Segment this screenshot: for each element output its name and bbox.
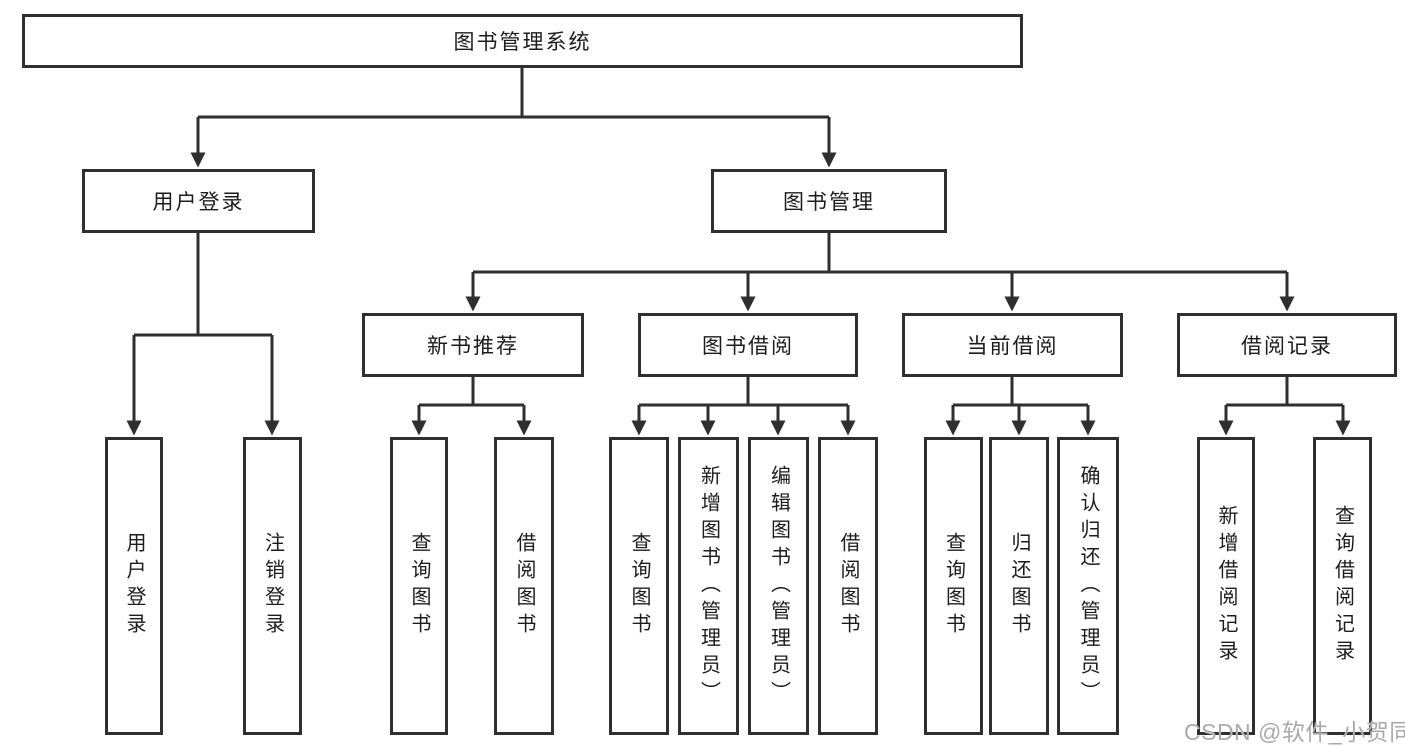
node-borrowing-records: 借阅记录 — [1177, 313, 1397, 377]
leaf-add-books-admin: 新增图书（管理员） — [678, 437, 739, 735]
leaf-borrow-books-recommend: 借阅图书 — [494, 437, 554, 735]
leaf-add-borrow-record: 新增借阅记录 — [1197, 437, 1255, 735]
connector-current-borrow-children — [945, 377, 1096, 436]
leaf-query-books-borrowing: 查询图书 — [609, 437, 669, 735]
leaf-logout: 注销登录 — [243, 437, 302, 735]
connector-borrow-record-children — [1218, 377, 1351, 436]
leaf-user-login: 用户登录 — [105, 437, 163, 735]
node-new-book-recommendation: 新书推荐 — [362, 313, 584, 377]
leaf-query-books-recommend: 查询图书 — [390, 437, 448, 735]
connector-book-borrow-children — [631, 377, 856, 436]
node-current-borrowing: 当前借阅 — [902, 313, 1123, 377]
leaf-confirm-return-admin: 确认归还（管理员） — [1057, 437, 1119, 735]
connector-user-login-children — [126, 233, 280, 436]
csdn-watermark: CSDN @软件_小贺同学 — [1184, 719, 1405, 745]
node-book-management: 图书管理 — [711, 169, 947, 233]
leaf-borrow-books: 借阅图书 — [818, 437, 878, 735]
node-user-login: 用户登录 — [82, 169, 315, 233]
leaf-edit-books-admin: 编辑图书（管理员） — [748, 437, 809, 735]
connector-book-management-children — [465, 233, 1295, 312]
node-library-management-system: 图书管理系统 — [22, 14, 1023, 68]
leaf-return-books: 归还图书 — [989, 437, 1049, 735]
connector-new-book-children — [411, 377, 532, 436]
leaf-query-books-current: 查询图书 — [924, 437, 983, 735]
node-book-borrowing: 图书借阅 — [638, 313, 858, 377]
connector-root-to-level2 — [190, 68, 837, 168]
leaf-query-borrow-record: 查询借阅记录 — [1313, 437, 1372, 735]
